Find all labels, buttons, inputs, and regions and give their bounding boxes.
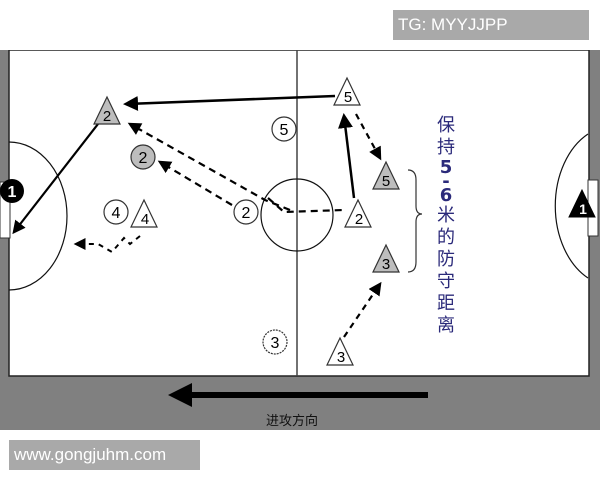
annotation-char: 持 xyxy=(437,137,455,158)
watermark-site: www.gongjuhm.com xyxy=(9,440,200,470)
run-line-2-to-5 xyxy=(338,113,356,199)
svg-text:5: 5 xyxy=(382,173,390,190)
watermark-tg: TG: MYYJJPP xyxy=(393,10,589,40)
center-circle xyxy=(260,178,334,252)
field-surface xyxy=(8,49,590,377)
defense-distance-annotation: 保 持 5 - 6 米 的 防 守 距 离 xyxy=(434,115,458,337)
svg-text:5: 5 xyxy=(280,122,289,139)
svg-text:5: 5 xyxy=(344,89,352,106)
annotation-char: 5 xyxy=(439,157,453,178)
svg-text:2: 2 xyxy=(139,150,148,167)
dashed-line-center xyxy=(267,197,345,214)
svg-text:3: 3 xyxy=(382,256,390,273)
attacker-1: 1 xyxy=(0,179,24,203)
attacker-3: 3 xyxy=(262,329,288,355)
svg-text:1: 1 xyxy=(8,184,17,201)
defender-3: 3 xyxy=(326,336,354,366)
svg-text:2: 2 xyxy=(355,211,363,228)
field-svg: 1 2 4 2 5 3 2 4 xyxy=(0,49,600,430)
annotation-char: 的 xyxy=(437,227,455,248)
left-penalty-arc xyxy=(8,141,68,291)
defender-4: 4 xyxy=(130,198,158,228)
annotation-char: 保 xyxy=(437,115,455,136)
run-line-2-to-goal xyxy=(12,123,99,235)
svg-text:3: 3 xyxy=(271,335,280,352)
attacker-4: 4 xyxy=(103,199,129,225)
futsal-tactics-diagram: 1 2 4 2 5 3 2 4 xyxy=(0,49,600,430)
defender-3-gray: 3 xyxy=(372,243,400,273)
svg-text:3: 3 xyxy=(337,349,345,366)
annotation-char: 6 xyxy=(439,185,453,206)
svg-text:2: 2 xyxy=(103,108,111,125)
dashed-run-4 xyxy=(73,235,141,254)
goalkeeper-1: 1 xyxy=(568,188,596,218)
annotation-char: - xyxy=(442,171,450,192)
svg-text:2: 2 xyxy=(242,205,251,222)
attacker-2: 2 xyxy=(233,199,259,225)
pass-line-5-to-2 xyxy=(123,94,336,112)
svg-text:4: 4 xyxy=(141,211,149,228)
defender-2: 2 xyxy=(344,198,372,228)
dashed-run-circle2 xyxy=(157,160,233,206)
annotation-char: 防 xyxy=(437,249,455,270)
attacker-5: 5 xyxy=(271,116,297,142)
distance-brace xyxy=(407,169,423,273)
defender-2-gray: 2 xyxy=(93,95,121,125)
defender-5: 5 xyxy=(333,76,361,106)
defender-5-gray: 5 xyxy=(372,160,400,190)
dashed-run-5 xyxy=(355,113,382,161)
svg-text:4: 4 xyxy=(112,205,121,222)
svg-text:1: 1 xyxy=(579,201,587,217)
right-penalty-arc xyxy=(554,133,589,279)
annotation-char: 距 xyxy=(437,293,455,314)
attacker-2-gray: 2 xyxy=(130,144,156,170)
annotation-char: 守 xyxy=(437,271,455,292)
annotation-char: 米 xyxy=(437,205,455,226)
attack-direction-label: 进攻方向 xyxy=(265,414,318,429)
annotation-char: 离 xyxy=(437,315,455,336)
dashed-run-long xyxy=(127,122,291,212)
